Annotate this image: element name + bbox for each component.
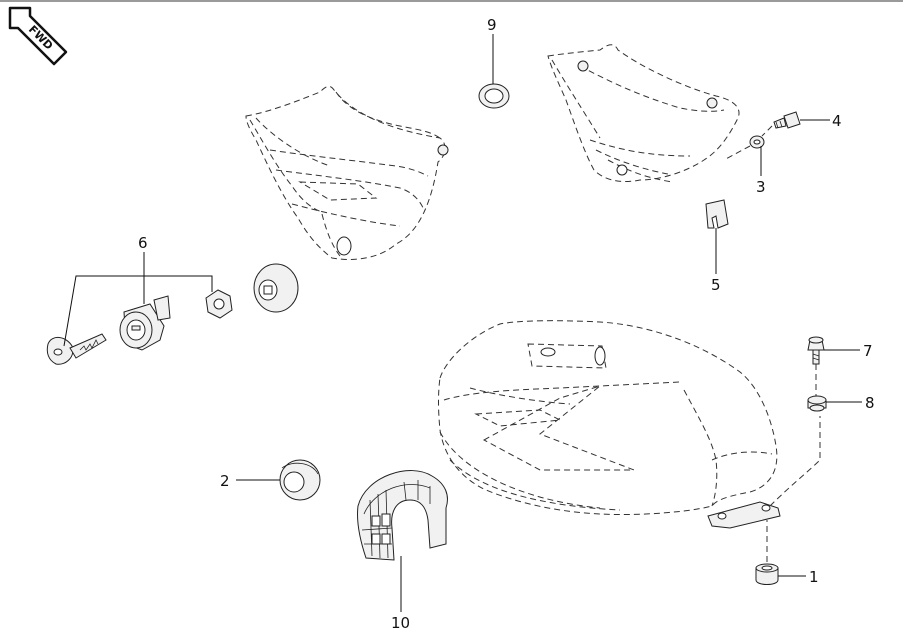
callout-5: 5 <box>711 276 721 294</box>
spacer-ring <box>253 263 299 313</box>
seat-cover <box>438 320 778 516</box>
left-side-cover <box>245 85 449 260</box>
callout-4: 4 <box>832 112 842 130</box>
seat-bracket <box>707 501 781 529</box>
callout-10: 10 <box>391 614 410 632</box>
part-4-screw <box>773 111 801 129</box>
part-2-rubber-bushing <box>279 459 321 501</box>
callout-1: 1 <box>809 568 819 586</box>
part-10-rubber-guard <box>357 470 448 561</box>
part-8-collar <box>807 395 827 412</box>
top-border-line <box>0 0 903 2</box>
part-1-rubber-grommet <box>755 563 779 585</box>
callout-8: 8 <box>865 394 875 412</box>
callout-3: 3 <box>756 178 766 196</box>
part-7-flange-bolt <box>807 336 825 365</box>
fwd-arrow-icon: FWD <box>8 6 68 66</box>
right-side-cover <box>547 44 740 183</box>
part-5-clip <box>705 199 729 229</box>
part-6-lock-set <box>46 275 233 365</box>
callout-2: 2 <box>220 472 230 490</box>
part-9-rubber-washer <box>478 83 510 109</box>
callout-7: 7 <box>863 342 873 360</box>
callout-6: 6 <box>138 234 148 252</box>
callout-9: 9 <box>487 16 497 34</box>
part-3-washer <box>749 135 765 149</box>
